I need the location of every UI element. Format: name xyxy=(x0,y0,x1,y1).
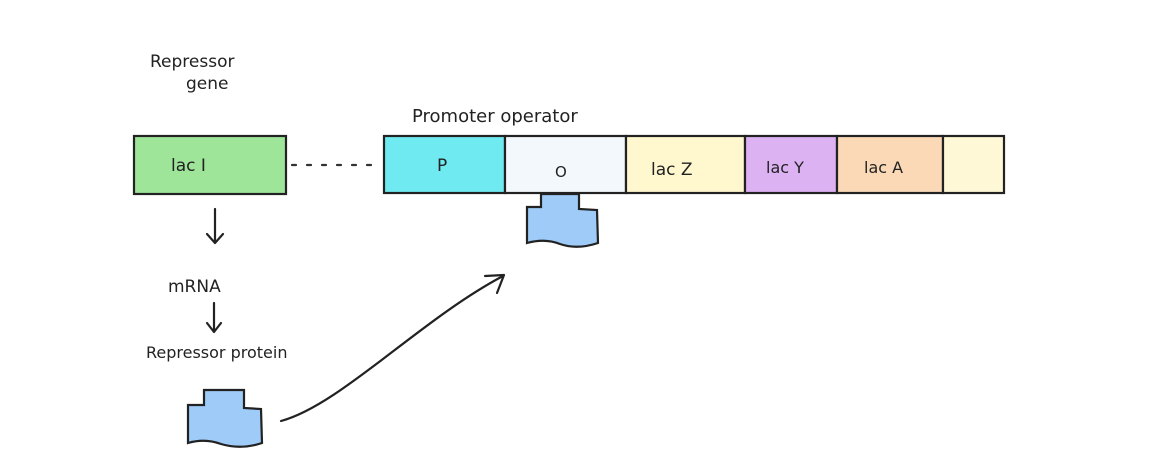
laci-label: lac I xyxy=(171,156,206,176)
promoter-segment xyxy=(382,134,507,195)
curved-binding-arrow xyxy=(279,274,505,423)
laca-segment xyxy=(835,134,945,195)
repressor-gene-label-line1: Repressor xyxy=(150,52,234,72)
promoter-operator-label: Promoter operator xyxy=(412,106,578,127)
mrna-label: mRNA xyxy=(168,277,221,297)
free-repressor-protein-shape xyxy=(186,388,264,448)
laca-label: lac A xyxy=(864,158,903,177)
lacz-label: lac Z xyxy=(651,160,693,180)
operator-segment xyxy=(503,134,628,195)
repressor-protein-label: Repressor protein xyxy=(146,343,287,362)
laci-gene-box xyxy=(132,134,288,196)
lacy-label: lac Y xyxy=(766,158,804,177)
lacz-segment xyxy=(624,134,747,195)
arrow-to-mrna-head xyxy=(205,232,225,245)
operator-label: O xyxy=(555,163,567,181)
operon-end-segment xyxy=(941,134,1006,195)
repressor-gene-label-line2: gene xyxy=(186,74,228,94)
promoter-label: P xyxy=(437,156,447,176)
arrow-to-protein-head xyxy=(205,321,223,334)
curved-binding-arrow-head xyxy=(483,273,506,295)
bound-repressor-protein-shape xyxy=(525,192,600,248)
